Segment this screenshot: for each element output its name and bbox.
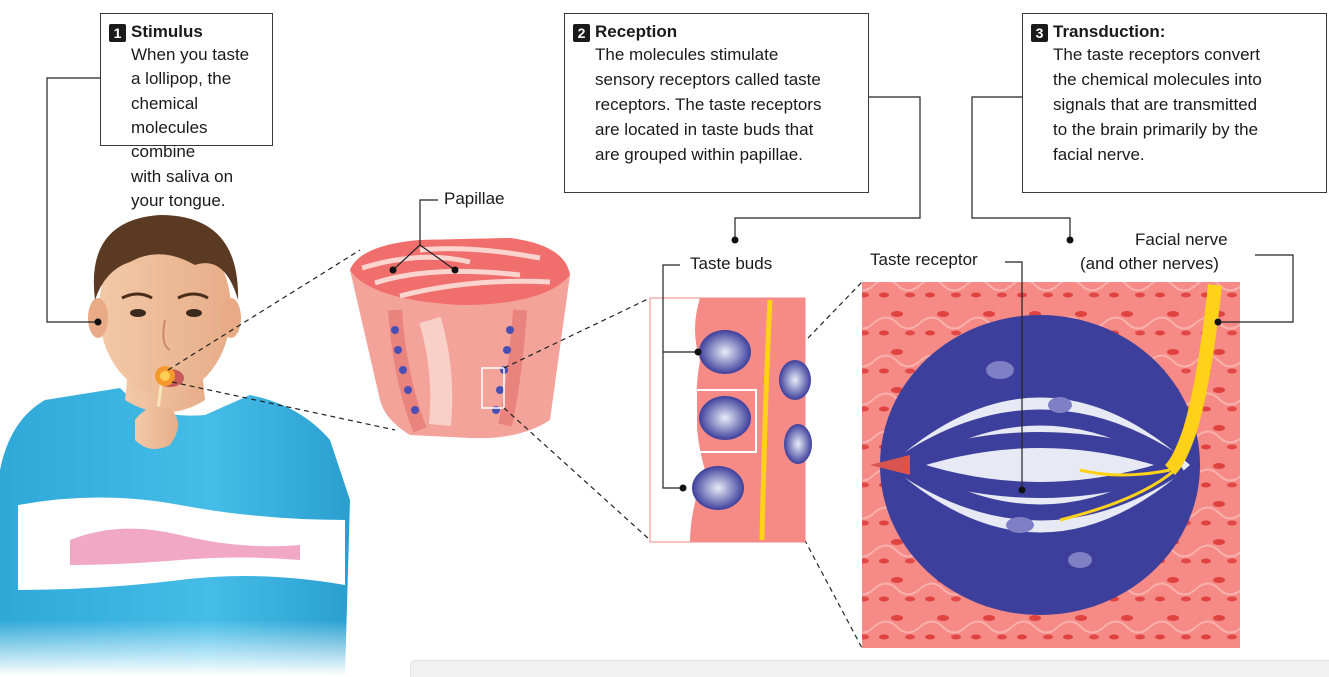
callout-transduction: 3 Transduction: The taste receptors conv…: [1022, 13, 1327, 193]
label-taste-buds: Taste buds: [690, 254, 772, 274]
callout-line: to the brain primarily by the: [1053, 118, 1316, 142]
callout-line: sensory receptors called taste: [595, 68, 858, 92]
step-number-2: 2: [573, 24, 590, 42]
callout-line: receptors. The taste receptors: [595, 93, 858, 117]
callout-title: Reception: [595, 22, 858, 42]
callout-line: The taste receptors convert: [1053, 43, 1316, 67]
callout-title: Transduction:: [1053, 22, 1316, 42]
callout-line: are located in taste buds that: [595, 118, 858, 142]
label-facial-nerve: Facial nerve: [1135, 230, 1228, 250]
callout-line: with saliva on your tongue.: [131, 165, 262, 213]
taste-receptor-panel: [862, 282, 1240, 648]
callout-line: The molecules stimulate: [595, 43, 858, 67]
papillae-illustration: [350, 238, 570, 438]
callout-title: Stimulus: [131, 22, 262, 42]
step-number-3: 3: [1031, 24, 1048, 42]
step-number-1: 1: [109, 24, 126, 42]
callout-line: are grouped within papillae.: [595, 143, 858, 167]
callout-reception: 2 Reception The molecules stimulate sens…: [564, 13, 869, 193]
taste-buds-panel: [650, 298, 812, 542]
callout-line: When you taste a lollipop, the: [131, 43, 262, 91]
callout-line: facial nerve.: [1053, 143, 1316, 167]
label-other-nerves: (and other nerves): [1080, 254, 1219, 274]
label-taste-receptor: Taste receptor: [870, 250, 978, 270]
callout-line: chemical molecules combine: [131, 92, 262, 164]
label-papillae: Papillae: [444, 189, 505, 209]
callout-line: signals that are transmitted: [1053, 93, 1316, 117]
callout-line: the chemical molecules into: [1053, 68, 1316, 92]
bottom-panel-edge: [410, 660, 1329, 677]
callout-stimulus: 1 Stimulus When you taste a lollipop, th…: [100, 13, 273, 146]
